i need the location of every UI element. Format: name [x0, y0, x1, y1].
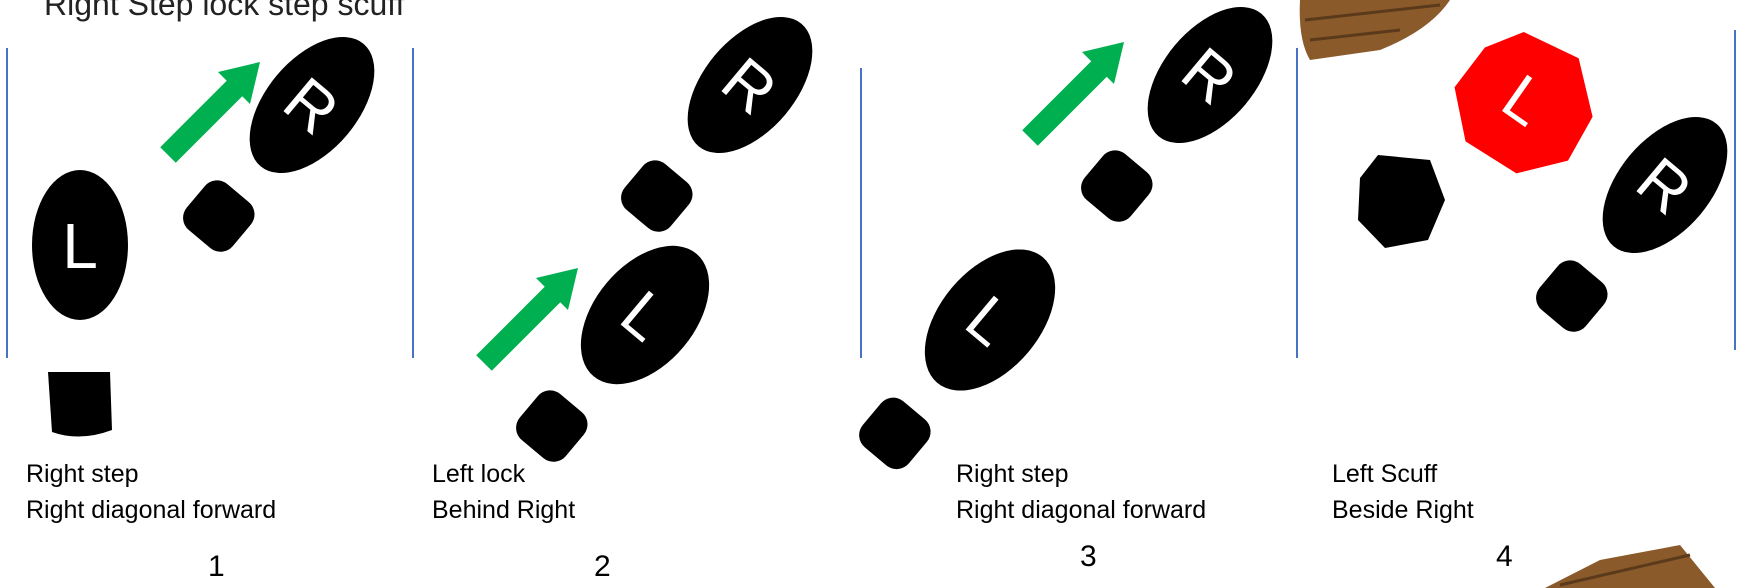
panel-3-caption: Right step Right diagonal forward	[956, 460, 1207, 524]
arrow-icon	[476, 268, 578, 371]
left-footprint-icon: L	[32, 170, 128, 437]
panel-1-caption: Right step Right diagonal forward	[26, 460, 277, 524]
scuff-footprint-icon: L	[1454, 32, 1593, 174]
slide-title: Right Step lock step scuff	[44, 0, 405, 22]
divider-5	[1734, 30, 1736, 350]
divider-3	[860, 68, 862, 358]
arrow-icon	[1022, 42, 1124, 146]
panel-2-number: 2	[594, 550, 611, 583]
right-footprint-icon: R	[621, 16, 813, 232]
divider-1	[6, 48, 8, 358]
scuff-heel-icon	[1358, 155, 1445, 248]
panel-1-number: 1	[208, 550, 225, 583]
divider-4	[1296, 48, 1298, 358]
footprint-letter: L	[62, 210, 98, 282]
broom-icon	[1299, 0, 1450, 60]
broom-icon	[1545, 545, 1715, 588]
panel-2-caption: Left lock Behind Right	[432, 460, 576, 524]
panel-4-caption: Left Scuff Beside Right	[1332, 460, 1474, 524]
right-footprint-icon: R	[183, 36, 375, 252]
left-footprint-icon: L	[859, 249, 1056, 470]
arrow-icon	[160, 62, 260, 163]
left-footprint-icon: L	[516, 245, 710, 462]
divider-2	[412, 48, 414, 358]
right-footprint-icon: R	[1081, 6, 1273, 222]
panel-4-number: 4	[1496, 540, 1513, 573]
panel-3-number: 3	[1080, 540, 1097, 573]
right-footprint-icon: R	[1536, 116, 1728, 332]
